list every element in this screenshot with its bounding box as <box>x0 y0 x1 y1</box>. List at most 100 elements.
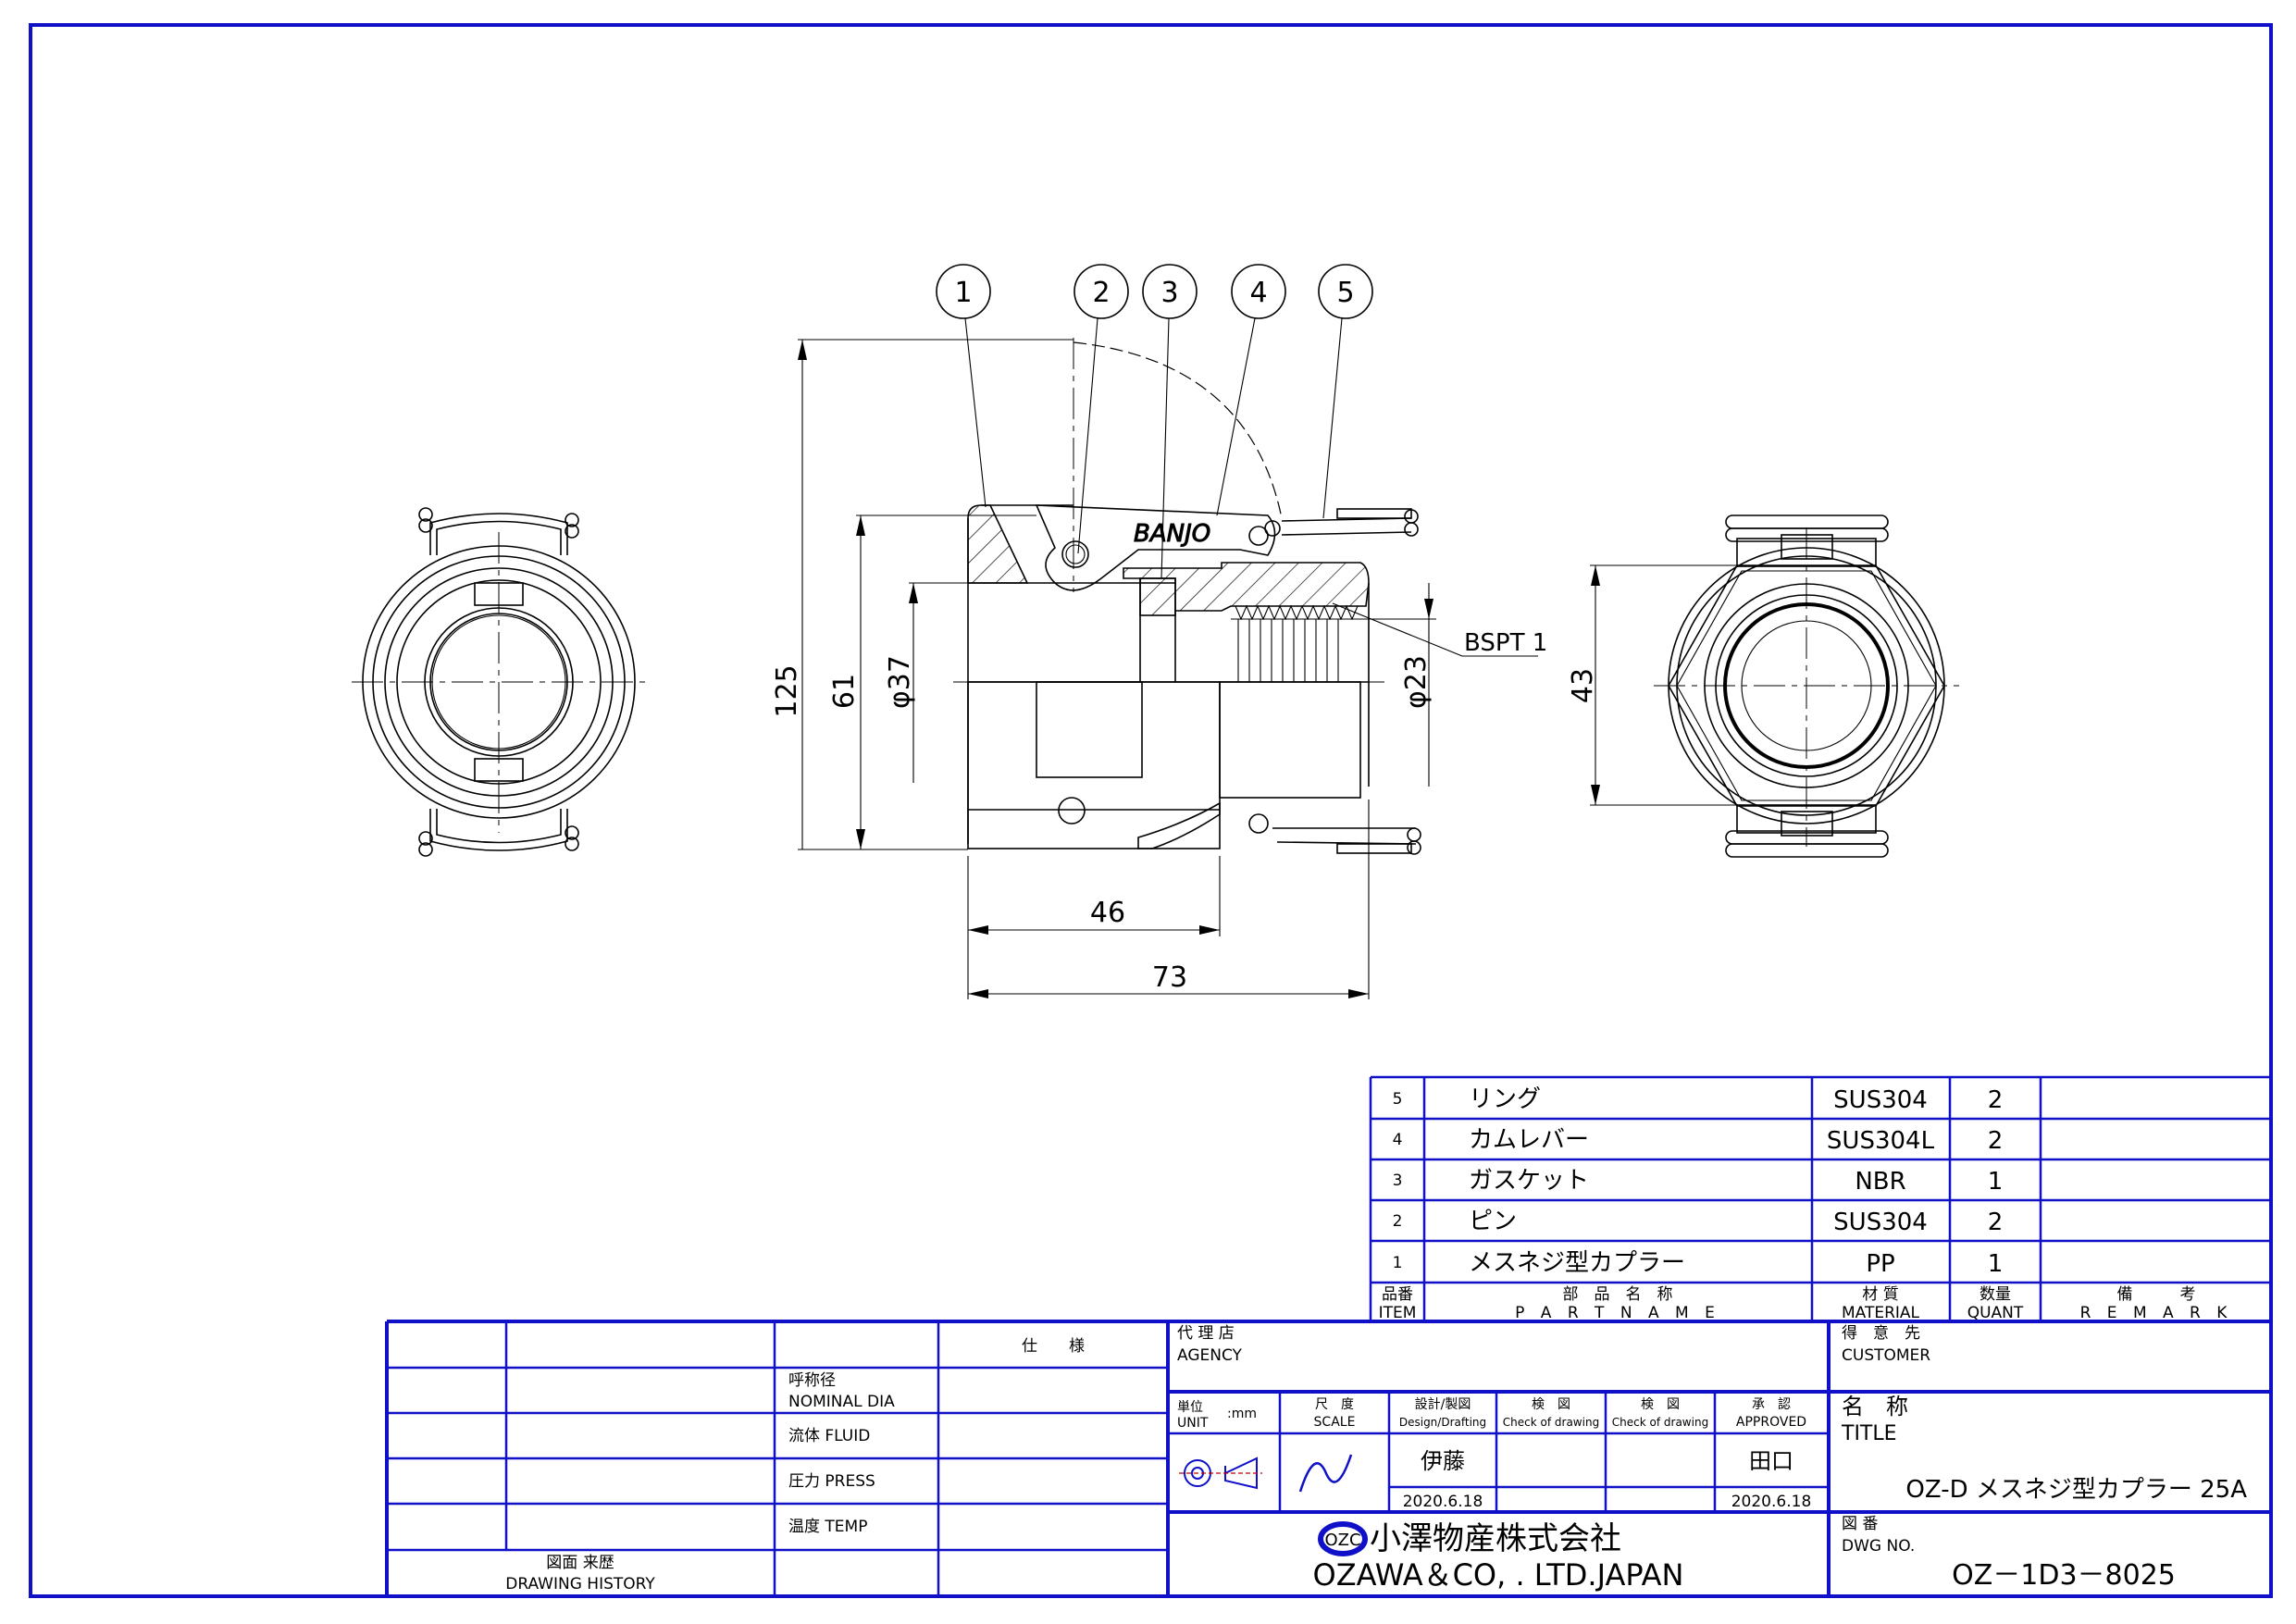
parts-row: 5 リング SUS304 2 <box>1393 1085 2004 1114</box>
svg-text:P A R T N A M E: P A R T N A M E <box>1515 1304 1720 1322</box>
brand-mark-banjo: BANJO <box>1134 520 1210 548</box>
svg-text:得 意 先: 得 意 先 <box>1842 1324 1920 1343</box>
sheet-border <box>29 23 2273 1598</box>
company-logo: OZC <box>1318 1521 1368 1556</box>
svg-text:1: 1 <box>1988 1250 2004 1278</box>
svg-text:ITEM: ITEM <box>1379 1304 1417 1322</box>
svg-text:2: 2 <box>1393 1212 1403 1231</box>
svg-text:温度 TEMP: 温度 TEMP <box>788 1518 867 1536</box>
svg-text:品番: 品番 <box>1382 1285 1413 1304</box>
svg-text:2020.6.18: 2020.6.18 <box>1403 1493 1483 1511</box>
svg-text:NOMINAL DIA: NOMINAL DIA <box>788 1393 895 1411</box>
svg-text::mm: :mm <box>1227 1407 1257 1421</box>
svg-text:Check of drawing: Check of drawing <box>1503 1416 1599 1429</box>
dim-body-height: 61 <box>828 674 861 709</box>
svg-text:QUANT: QUANT <box>1967 1304 2024 1322</box>
svg-text:仕 様: 仕 様 <box>1022 1337 1085 1356</box>
svg-text:CUSTOMER: CUSTOMER <box>1842 1346 1930 1365</box>
svg-text:TITLE: TITLE <box>1841 1422 1897 1445</box>
parts-row: 2 ピン SUS304 2 <box>1393 1208 2004 1236</box>
svg-text:承 認: 承 認 <box>1752 1397 1791 1412</box>
svg-text:SUS304L: SUS304L <box>1827 1127 1935 1155</box>
svg-text:OZ-D メスネジ型カプラー 25A: OZ-D メスネジ型カプラー 25A <box>1905 1476 2247 1504</box>
svg-text:メスネジ型カプラー: メスネジ型カプラー <box>1469 1249 1685 1277</box>
balloon-4: 4 <box>1249 277 1267 309</box>
svg-text:図面 来歴: 図面 来歴 <box>546 1554 614 1572</box>
title-block: 代 理 店 AGENCY 単位 UNIT :mm 尺 度 SCALE 設計/製図… <box>1177 1324 2247 1593</box>
svg-text:ピン: ピン <box>1469 1208 1517 1235</box>
svg-text:SUS304: SUS304 <box>1833 1209 1928 1236</box>
left-end-view <box>352 507 648 857</box>
svg-text:備 考: 備 考 <box>2117 1285 2196 1304</box>
parts-list: 5 リング SUS304 2 4 カムレバー SUS304L 2 3 ガスケット… <box>1369 1075 2271 1322</box>
svg-text:設計/製図: 設計/製図 <box>1415 1397 1471 1412</box>
svg-text:SCALE: SCALE <box>1314 1415 1356 1430</box>
svg-text:尺 度: 尺 度 <box>1315 1397 1354 1412</box>
svg-text:3: 3 <box>1393 1172 1403 1190</box>
svg-text:ガスケット: ガスケット <box>1469 1167 1589 1195</box>
parts-row: 1 メスネジ型カプラー PP 1 <box>1393 1249 2004 1278</box>
svg-text:2020.6.18: 2020.6.18 <box>1731 1493 1812 1511</box>
svg-text:流体 FLUID: 流体 FLUID <box>788 1427 870 1445</box>
dim-shoulder-length: 46 <box>1090 897 1125 929</box>
svg-text:1: 1 <box>1988 1168 2004 1196</box>
svg-text:検 図: 検 図 <box>1641 1397 1680 1412</box>
balloon-1: 1 <box>954 277 972 309</box>
svg-text:AGENCY: AGENCY <box>1177 1346 1243 1365</box>
svg-text:リング: リング <box>1469 1085 1541 1113</box>
svg-text:1: 1 <box>1393 1254 1403 1272</box>
dim-overall-length: 73 <box>1152 961 1187 994</box>
svg-text:数量: 数量 <box>1980 1285 2011 1304</box>
svg-text:カムレバー: カムレバー <box>1469 1126 1589 1154</box>
right-end-view: 43 <box>1567 514 1959 858</box>
balloons: 1 2 3 4 5 <box>936 264 1373 579</box>
svg-text:SUS304: SUS304 <box>1833 1086 1928 1114</box>
svg-text:2: 2 <box>1988 1127 2004 1155</box>
svg-text:OZC: OZC <box>1324 1531 1360 1550</box>
dim-bore-dia: φ37 <box>884 655 916 709</box>
projection-symbol-icon <box>1179 1457 1262 1490</box>
svg-text:OZ－1D3－8025: OZ－1D3－8025 <box>1952 1559 2176 1592</box>
thread-spec-label: BSPT 1 <box>1464 629 1547 657</box>
svg-text:図 番: 図 番 <box>1842 1515 1878 1533</box>
svg-text:PP: PP <box>1866 1250 1894 1278</box>
svg-text:2: 2 <box>1988 1209 2004 1236</box>
svg-text:圧力 PRESS: 圧力 PRESS <box>788 1472 875 1491</box>
balloon-5: 5 <box>1336 277 1354 309</box>
parts-list-header: 品番 ITEM 部 品 名 称 P A R T N A M E 材 質 MATE… <box>1379 1285 2233 1322</box>
svg-text:UNIT: UNIT <box>1177 1416 1209 1431</box>
svg-text:Check of drawing: Check of drawing <box>1612 1416 1708 1429</box>
svg-text:名 称: 名 称 <box>1842 1394 1908 1419</box>
svg-text:検 図: 検 図 <box>1532 1397 1570 1412</box>
dimensions: 125 61 φ37 φ23 BSPT 1 46 73 <box>771 339 1547 999</box>
svg-text:田口: 田口 <box>1749 1448 1793 1474</box>
svg-text:MATERIAL: MATERIAL <box>1842 1304 1920 1322</box>
svg-text:DWG NO.: DWG NO. <box>1842 1537 1915 1556</box>
dim-thread-dia: φ23 <box>1400 655 1433 709</box>
svg-text:伊藤: 伊藤 <box>1421 1448 1465 1474</box>
svg-text:NBR: NBR <box>1855 1168 1905 1196</box>
scale-wave-icon <box>1298 1454 1353 1493</box>
svg-text:OZAWA＆CO, . LTD.JAPAN: OZAWA＆CO, . LTD.JAPAN <box>1313 1557 1684 1593</box>
balloon-3: 3 <box>1160 277 1178 309</box>
balloon-2: 2 <box>1092 277 1110 309</box>
svg-text:単位: 単位 <box>1177 1400 1203 1415</box>
dim-overall-height: 125 <box>771 664 803 717</box>
svg-text:材 質: 材 質 <box>1862 1285 1898 1304</box>
svg-text:R E M A R K: R E M A R K <box>2080 1304 2233 1322</box>
svg-text:部 品 名 称: 部 品 名 称 <box>1563 1285 1673 1304</box>
svg-text:4: 4 <box>1393 1131 1403 1149</box>
parts-row: 4 カムレバー SUS304L 2 <box>1393 1126 2004 1155</box>
spec-block: 仕 様 呼称径 NOMINAL DIA 流体 FLUID 圧力 PRESS 温度… <box>505 1337 1085 1593</box>
svg-text:DRAWING HISTORY: DRAWING HISTORY <box>505 1575 655 1593</box>
svg-text:呼称径: 呼称径 <box>788 1371 836 1390</box>
svg-text:2: 2 <box>1988 1086 2004 1114</box>
svg-text:小澤物産株式会社: 小澤物産株式会社 <box>1370 1520 1621 1557</box>
section-view: BANJO <box>953 338 1421 855</box>
dim-hex-width: 43 <box>1567 668 1599 703</box>
svg-text:代 理 店: 代 理 店 <box>1177 1324 1235 1343</box>
title-block-frame <box>385 1320 2271 1596</box>
svg-text:APPROVED: APPROVED <box>1736 1415 1806 1430</box>
svg-text:Design/Drafting: Design/Drafting <box>1399 1416 1486 1429</box>
